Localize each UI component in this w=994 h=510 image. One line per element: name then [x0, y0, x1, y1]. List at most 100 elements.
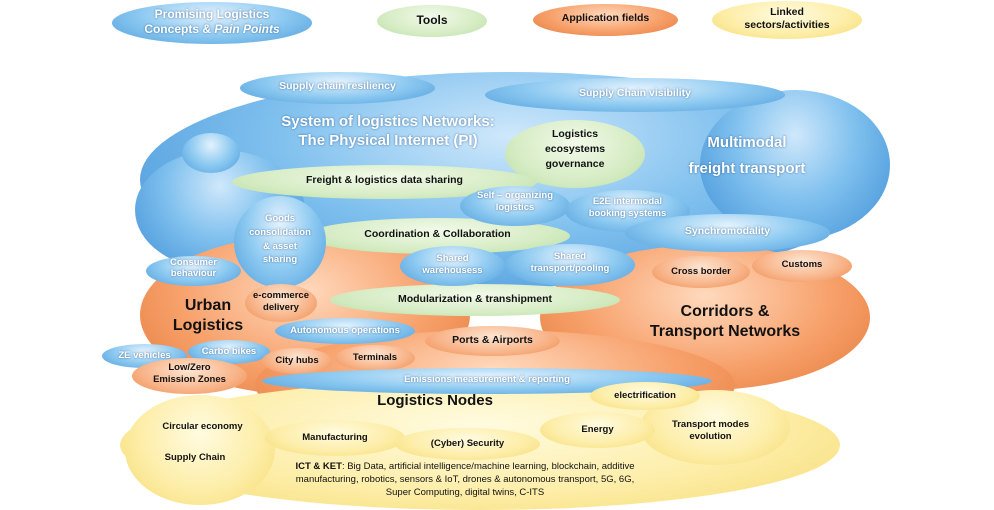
lowzero-line1: Low/Zero [168, 362, 211, 373]
synchromodality-cloud [625, 214, 830, 252]
goods-line2: consolidation [249, 226, 311, 238]
consumer-behaviour-cloud [146, 256, 241, 286]
urban-line1: Urban [184, 297, 232, 314]
transport-modes-label: Transport modes evolution [648, 419, 773, 443]
shared-warehouses-cloud [400, 246, 505, 286]
customs-cloud [752, 250, 852, 282]
self-organizing-cloud [460, 186, 570, 226]
legend-linked-line2: sectors/activities [744, 19, 830, 32]
logistics-nodes-label: Logistics Nodes [377, 392, 493, 409]
lowzero-label: Low/Zero Emission Zones [132, 362, 247, 386]
eze-line1: E2E intermodal [592, 196, 663, 207]
ecommerce-label: e-commerce delivery [245, 290, 317, 314]
eze-booking-label: E2E intermodal booking systems [565, 196, 690, 220]
consumer-line2: behaviour [170, 267, 217, 279]
goods-line4: sharing [262, 254, 298, 266]
consumer-behaviour-label: Consumer behaviour [146, 257, 241, 280]
goods-line1: Goods [264, 213, 296, 224]
ict-line1: ICT & KET: Big Data, artificial intellig… [240, 461, 690, 474]
self-org-line1: Self – organizing [476, 190, 553, 201]
legend-fields-label: Application fields [561, 12, 650, 24]
self-org-line2: logistics [495, 201, 535, 213]
shared-wh-line2: warehousess [422, 264, 483, 276]
modularization-label: Modularization & transhipment [397, 293, 552, 305]
supply-chain-visibility-cloud [485, 78, 785, 112]
multimodal-label: Multimodal freight transport [672, 130, 822, 181]
ecommerce-line1: e-commerce [253, 290, 309, 301]
goods-line3: & asset [263, 240, 297, 252]
ports-cloud [425, 326, 560, 356]
terminals-label: Terminals [352, 352, 398, 363]
legend-linked-label: Linked sectors/activities [712, 6, 862, 32]
energy-cloud [540, 412, 655, 448]
pi-title: System of logistics Networks: The Physic… [258, 113, 518, 151]
transport-modes-line1: Transport modes [671, 419, 750, 430]
shared-tr-line2: transport/pooling [530, 262, 610, 274]
city-hubs-cloud [262, 348, 332, 374]
transport-modes-line2: evolution [689, 430, 732, 442]
security-label: (Cyber) Security [430, 438, 505, 449]
emissions-label: Emissions measurement & reporting [404, 374, 570, 385]
supply-chain-visibility-label: Supply Chain visibility [578, 87, 692, 99]
ecosystems-label: Logistics ecosystems governance [505, 127, 645, 173]
small-blue-cloud [182, 133, 240, 173]
legend-concepts-label: Promising Logistics Concepts & Pain Poin… [112, 7, 312, 37]
customs-label: Customs [781, 259, 823, 270]
lowzero-line2: Emission Zones [153, 373, 226, 385]
energy-label: Energy [581, 424, 614, 435]
ecosystems-line1: Logistics [551, 128, 599, 140]
ict-ket-label: ICT & KET: Big Data, artificial intellig… [240, 461, 690, 499]
modularization-cloud [330, 284, 620, 316]
ecommerce-cloud [245, 284, 317, 322]
self-organizing-label: Self – organizing logistics [460, 190, 570, 214]
legend-concepts-line2: Concepts & Pain Points [112, 22, 312, 37]
electrification-label: electrification [614, 390, 676, 401]
ecommerce-line2: delivery [263, 301, 299, 313]
corridors-line1: Corridors & [680, 303, 770, 320]
ict-line2: manufacturing, robotics, sensors & IoT, … [295, 473, 635, 485]
legend-pain-points: Pain Points [214, 22, 280, 36]
goods-consolidation-label: Goods consolidation & asset sharing [234, 212, 326, 267]
ict-bold: ICT & KET [295, 461, 342, 472]
cross-border-cloud [652, 256, 750, 288]
ecosystems-line3: governance [545, 158, 605, 171]
shared-transport-label: Shared transport/pooling [505, 251, 635, 275]
terminals-cloud [335, 345, 415, 371]
eze-line2: booking systems [588, 207, 667, 219]
goods-consolidation-cloud [234, 196, 326, 288]
legend-concepts-text: Concepts & [144, 22, 215, 36]
supply-chain-resiliency-cloud [240, 72, 435, 104]
supply-chain-resiliency-label: Supply chain resiliency [279, 80, 396, 92]
urban-logistics-label: Urban Logistics [168, 296, 248, 336]
legend-linked-line1: Linked [770, 6, 804, 18]
cross-border-label: Cross border [671, 266, 731, 277]
synchromodality-label: Synchromodality [684, 225, 771, 237]
cargo-bikes-label: Carbo bikes [201, 346, 257, 357]
shared-tr-line1: Shared [553, 251, 587, 262]
ict-line3: Super Computing, digital twins, C-ITS [385, 486, 545, 498]
ports-label: Ports & Airports [452, 334, 533, 346]
legend-concepts-line1: Promising Logistics [154, 7, 270, 21]
corridors-label: Corridors & Transport Networks [625, 302, 825, 342]
shared-transport-cloud [505, 244, 635, 286]
multimodal-line2: freight transport [688, 159, 806, 177]
autonomous-label: Autonomous operations [290, 325, 400, 336]
coordination-label: Coordination & Collaboration [364, 228, 511, 240]
ecosystems-line2: ecosystems [544, 143, 606, 156]
linked-cloud-left [125, 395, 275, 505]
pi-title-line1: System of logistics Networks: [281, 113, 495, 130]
ze-vehicles-label: ZE vehicles [118, 350, 171, 361]
urban-line2: Logistics [172, 317, 244, 334]
autonomous-cloud [275, 318, 415, 344]
legend-tools-label: Tools [416, 13, 448, 27]
supply-chain-label: Supply Chain [164, 452, 226, 463]
consumer-line1: Consumer [170, 257, 217, 268]
corridors-line2: Transport Networks [649, 323, 801, 340]
multimodal-line1: Multimodal [707, 134, 787, 151]
security-cloud [395, 428, 540, 460]
legend-tools-cloud [377, 5, 487, 37]
manufacturing-cloud [265, 420, 405, 456]
legend-concepts-cloud [112, 2, 312, 44]
ict-line1-text: : Big Data, artificial intelligence/mach… [341, 461, 635, 472]
